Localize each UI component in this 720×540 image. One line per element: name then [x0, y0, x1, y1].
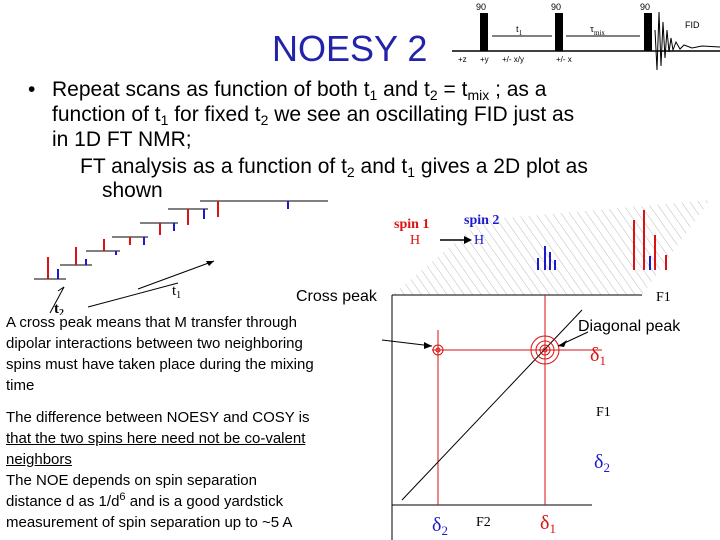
svg-text:δ1: δ1	[590, 344, 606, 368]
pulse-label: 90	[551, 2, 561, 12]
svg-text:t2: t2	[54, 301, 64, 315]
svg-text:δ2: δ2	[432, 514, 448, 538]
delta2-right-sub: 2	[603, 460, 610, 475]
delta2-right-label: δ	[594, 451, 603, 473]
phase-label: +/- x	[556, 55, 572, 64]
svg-text:t1: t1	[516, 24, 523, 37]
phase-label: +z	[458, 55, 467, 64]
delta1-right-sub: 1	[599, 353, 606, 368]
delta1-right-label: δ	[590, 344, 599, 366]
spin1-label: spin 1	[394, 217, 429, 232]
fid-label: FID	[685, 20, 700, 30]
noesy-cosy-comparison: The difference between NOESY and COSY is…	[6, 409, 310, 531]
t1-sub: 1	[519, 29, 523, 37]
pulse-label: 90	[476, 2, 486, 12]
f1-axis-right-label: F1	[596, 405, 611, 420]
svg-text:t1: t1	[172, 283, 181, 301]
phase-label: +/- x/y	[502, 55, 524, 64]
stacked-spectra-figure: t1 t2	[34, 200, 328, 315]
pulse-sequence-diagram: 90 90 90 t1 τmix FID +z +y +/- x/y +/- x	[452, 2, 720, 71]
slide-title: NOESY 2	[272, 28, 428, 69]
f2-axis-bottom-label: F2	[476, 515, 491, 530]
pulse-bar	[480, 13, 488, 51]
t1-label: t	[516, 24, 519, 35]
pulse-bar	[644, 13, 652, 51]
stack-t2-label: t	[54, 301, 59, 315]
stack-t1-sub: 1	[176, 290, 181, 301]
delta1-bottom-label: δ	[540, 512, 549, 534]
tmix-label: τ	[590, 24, 594, 35]
delta1-bottom-sub: 1	[549, 521, 556, 536]
svg-text:τmix: τmix	[590, 24, 605, 37]
phase-label: +y	[480, 55, 489, 64]
projection-plane	[392, 200, 710, 295]
svg-text:δ1: δ1	[540, 512, 556, 536]
svg-text:δ2: δ2	[594, 451, 610, 475]
f1-axis-top-label: F1	[656, 290, 671, 305]
diagonal-peak-marker	[530, 335, 560, 365]
cross-peak-label: Cross peak	[296, 288, 377, 305]
cross-peak-marker	[432, 344, 444, 356]
cross-peak-explanation: A cross peak means that M transfer throu…	[6, 314, 314, 394]
h1-label: H	[410, 233, 420, 248]
spin2-label: spin 2	[464, 213, 499, 228]
h2-label: H	[474, 233, 484, 248]
tmix-sub: mix	[594, 29, 605, 37]
stack-t1-label: t	[172, 283, 177, 299]
delta2-bottom-label: δ	[432, 514, 441, 536]
fid-trace	[654, 11, 720, 71]
diagonal-peak-label: Diagonal peak	[578, 318, 681, 335]
bullet-icon: •	[28, 78, 36, 101]
stack-t2-sub: 2	[59, 308, 64, 315]
delta2-bottom-sub: 2	[441, 523, 448, 538]
pulse-label: 90	[640, 2, 650, 12]
noesy-2d-spectrum: spin 1 spin 2 H H F1 F1 F2 δ1 δ2 δ2 δ1	[381, 200, 710, 540]
pulse-bar	[555, 13, 563, 51]
